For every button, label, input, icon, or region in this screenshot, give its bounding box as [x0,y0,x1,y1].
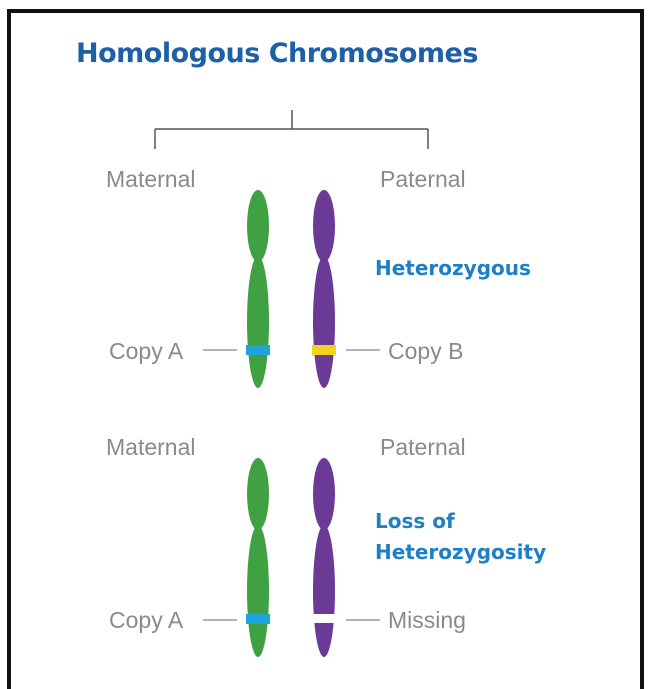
pair-2-status-line-1: Loss of [375,506,546,537]
pair-2-maternal-label: Maternal [106,436,195,459]
pair-2-copy-a-band [246,614,270,624]
pair-2-paternal-chromosome [313,458,335,657]
pair-bracket [155,110,428,149]
pair-1-paternal-chromosome [313,190,335,388]
pair-2-status: Loss of Heterozygosity [375,506,546,568]
pair-2-missing-label: Missing [388,609,466,632]
pair-1-status: Heterozygous [375,253,531,284]
pair-1-copy-a-band [246,345,270,355]
pair-1-maternal-chromosome [247,190,269,388]
pair-2-maternal-chromosome [247,458,269,657]
pair-1-maternal-label: Maternal [106,168,195,191]
pair-1-copy-a-label: Copy A [109,340,183,363]
pair-2-copy-a-label: Copy A [109,609,183,632]
pair-2-missing-gap [310,614,338,623]
pair-1-copy-b-band [312,345,336,355]
pair-1-paternal-label: Paternal [380,168,466,191]
pair-1-copy-b-label: Copy B [388,340,463,363]
pair-2-paternal-label: Paternal [380,436,466,459]
pair-2-status-line-2: Heterozygosity [375,537,546,568]
